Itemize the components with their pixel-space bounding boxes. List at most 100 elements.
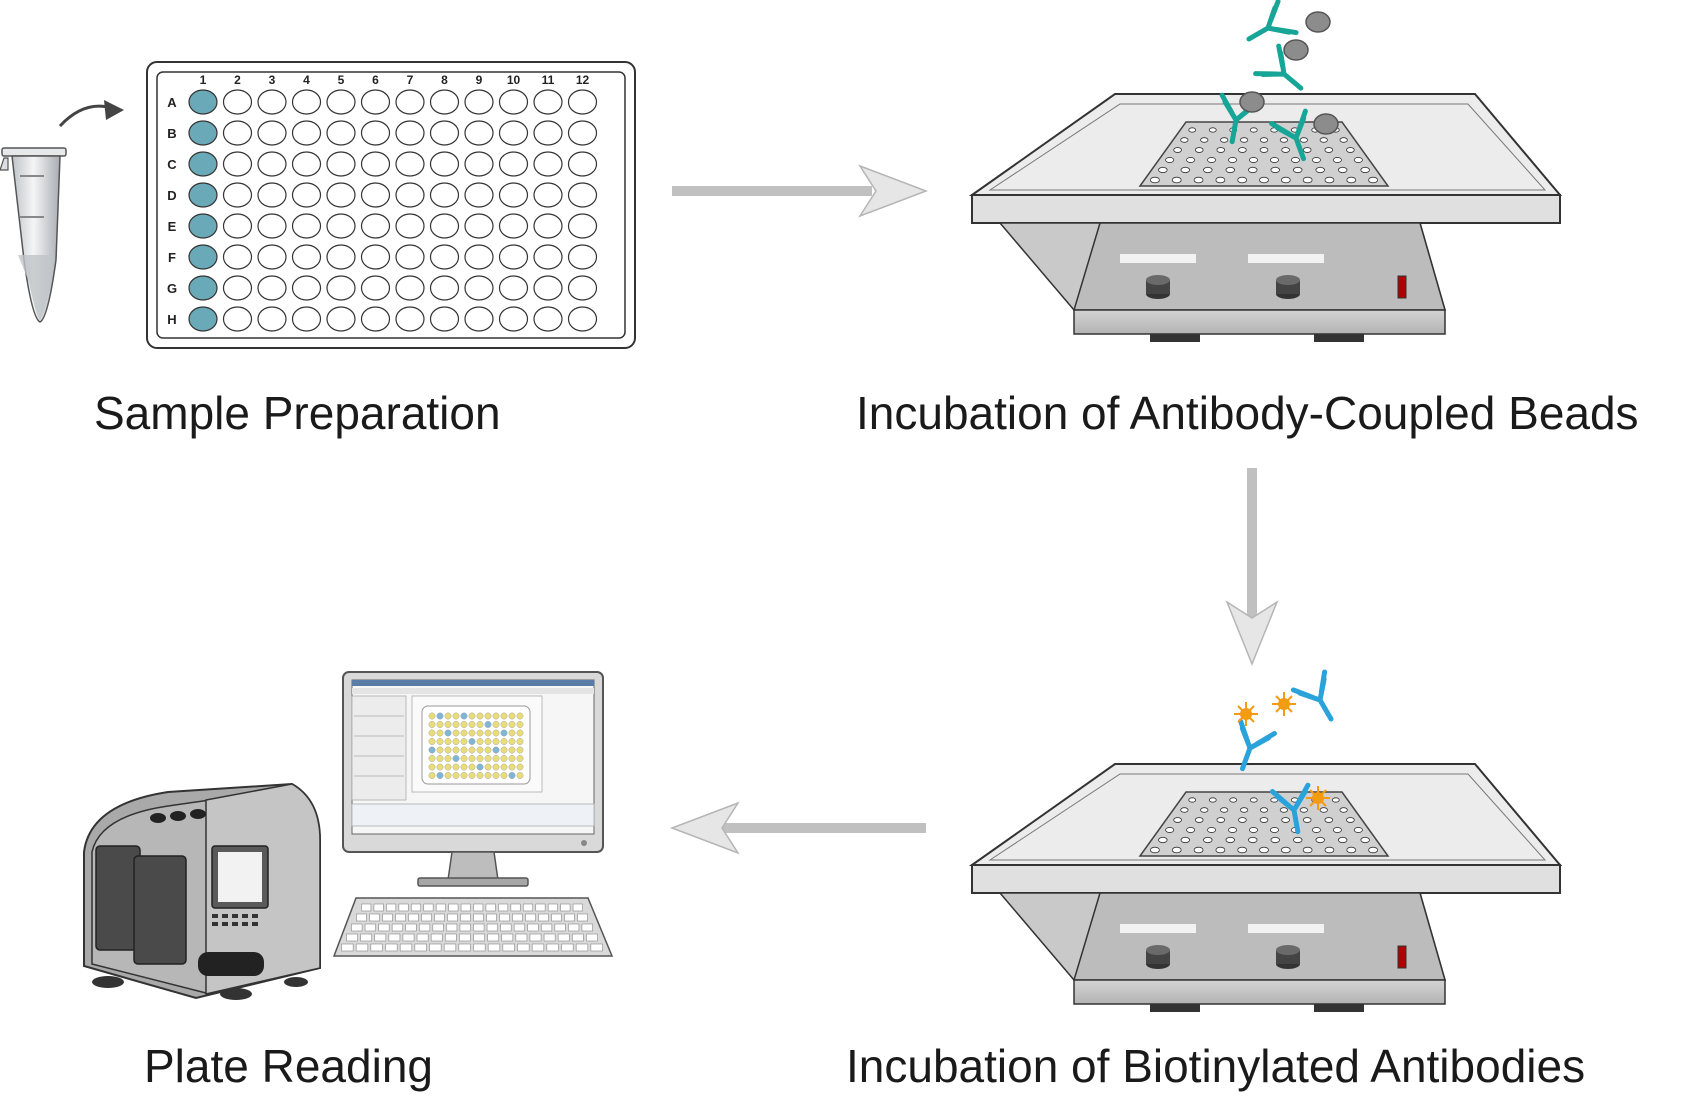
plate-well [222,244,253,270]
plate-well [395,89,425,115]
plate-well [533,244,563,270]
keyboard-icon [332,897,614,957]
plate-row-label: B [167,126,176,141]
plate-well [429,89,460,115]
plate-well [429,213,460,239]
plate-well [291,306,322,332]
plate-well [257,120,287,146]
plate-well [567,275,598,301]
plate-well [360,89,391,115]
plate-well [257,306,287,332]
plate-well [567,151,598,177]
arrow-right-icon [672,164,929,218]
plate-well [257,89,287,115]
plate-well [360,275,391,301]
monitor-icon [342,671,604,887]
plate-well [567,182,598,208]
shaker-icon [968,763,1563,1012]
antibody-icon [1269,782,1311,835]
plate-well [395,120,425,146]
plate-well [188,275,218,301]
plate-well [533,306,563,332]
bead-icon [1283,39,1309,61]
plate-row-label: A [167,95,177,110]
tube-icon [0,147,67,323]
plate-well [222,151,253,177]
plate-well [360,244,391,270]
plate-well [567,244,598,270]
bead-icon [1305,11,1331,33]
plate-well [222,213,253,239]
plate-well [291,120,322,146]
plate-well [222,182,253,208]
plate-well [291,213,322,239]
antibody-icon [1269,108,1308,162]
plate-well [533,275,563,301]
plate-well [360,182,391,208]
plate-well [326,151,356,177]
arrow-down-icon [1225,468,1279,667]
plate-well [222,275,253,301]
plate-well [326,275,356,301]
plate-well [429,120,460,146]
plate-column-label: 6 [372,73,379,87]
plate-column-label: 12 [576,73,590,87]
plate-well [429,151,460,177]
plate-column-label: 3 [269,73,276,87]
bead-icon [1239,91,1265,113]
plate-well [222,306,253,332]
curved-arrow-icon [58,100,124,128]
plate-well [360,151,391,177]
plate-row-label: G [167,281,177,296]
plate-well [222,89,253,115]
bead-icon [1313,113,1339,135]
plate-column-label: 2 [234,73,241,87]
arrow-left-icon [669,801,926,855]
antibody-icon [1219,92,1261,145]
plate-well [188,244,218,270]
plate-well [257,213,287,239]
plate-well [464,275,494,301]
plate-well [222,120,253,146]
plate-well [395,275,425,301]
plate-well [498,120,529,146]
plate-well [533,213,563,239]
antibody-icon [1290,669,1334,722]
plate-well [326,306,356,332]
plate-column-label: 10 [507,73,521,87]
caption-incubation-biotinylated: Incubation of Biotinylated Antibodies [846,1040,1585,1092]
plate-well [257,275,287,301]
plate-well [326,213,356,239]
plate-well [429,306,460,332]
plate-row-label: D [167,188,176,203]
plate-well [257,182,287,208]
plate-row-label: H [167,312,176,327]
plate-reader-icon [83,782,321,1000]
plate-well [257,244,287,270]
plate-well [567,120,598,146]
antibody-bead-group [1219,0,1339,162]
plate-well [464,89,494,115]
plate-well [188,306,218,332]
antibody-icon [1253,43,1304,91]
caption-sample-preparation: Sample Preparation [94,387,501,439]
plate-well [429,244,460,270]
plate-well [395,151,425,177]
plate-well [326,244,356,270]
plate-well [188,182,218,208]
plate-well [533,89,563,115]
plate-well [395,213,425,239]
plate-well [464,213,494,239]
plate-well [533,151,563,177]
plate-well [429,182,460,208]
plate-well [188,89,218,115]
plate-well [464,244,494,270]
plate-well [291,244,322,270]
plate-row-label: F [168,250,176,265]
plate-well [257,151,287,177]
plate-well [360,213,391,239]
plate-column-label: 9 [476,73,483,87]
plate-well [498,244,529,270]
plate-well [498,213,529,239]
plate-well [188,120,218,146]
